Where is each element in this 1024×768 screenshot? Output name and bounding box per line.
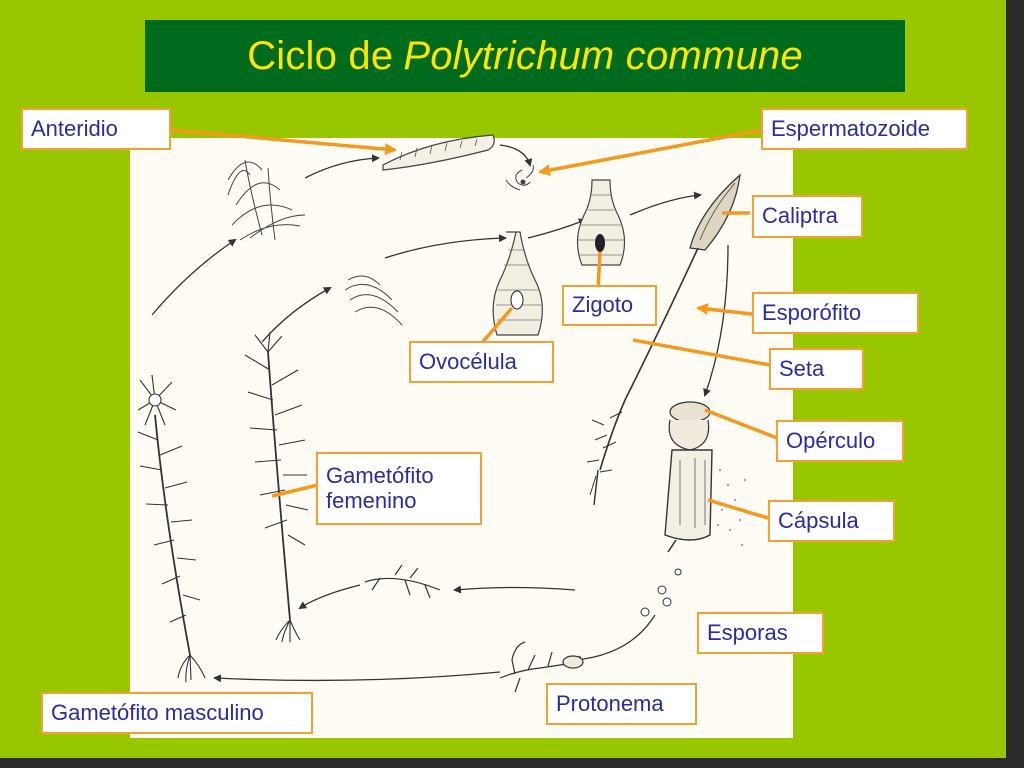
cycle-arrow-young-protonema-to-female	[298, 584, 361, 610]
pointer-ovocelula	[478, 306, 514, 347]
protonema	[499, 641, 584, 693]
label-esporofito: Esporófito	[752, 292, 919, 334]
cycle-arrow-spores-to-young-protonema	[453, 585, 576, 594]
cycle-arrow-protonema-to-male	[213, 671, 501, 683]
label-esporas: Esporas	[697, 612, 824, 654]
label-zigoto: Zigoto	[562, 285, 657, 326]
pointer-anteridio	[169, 128, 397, 156]
pointer-lines	[169, 128, 778, 520]
cycle-arrow-zygote-to-sporophyte	[629, 191, 702, 216]
window-border-right	[1006, 0, 1024, 768]
pointer-gametofito-femenino	[271, 483, 319, 498]
zygote-archegonium	[576, 179, 626, 266]
label-seta: Seta	[769, 348, 864, 390]
title-species: Polytrichum commune	[403, 33, 803, 78]
cycle-arrow-to-antheridium	[304, 154, 380, 179]
label-protonema: Protonema	[546, 683, 697, 725]
pointer-seta	[632, 338, 771, 367]
pointer-capsula	[707, 498, 769, 520]
label-capsula: Cápsula	[768, 500, 895, 542]
female-gametophyte	[244, 331, 309, 643]
archegonial-head-sketch	[344, 275, 403, 326]
label-gametofito-femenino: Gametófito femenino	[316, 452, 482, 525]
sperm-cells	[505, 164, 534, 191]
cycle-arrow-spores-to-protonema	[573, 614, 656, 664]
male-gametophyte	[137, 374, 206, 683]
label-operculo: Opérculo	[776, 420, 904, 462]
pointer-zigoto	[596, 251, 602, 291]
cycle-arrow-archegonium-to-zygote	[527, 218, 587, 239]
label-caliptra: Caliptra	[752, 195, 863, 238]
cycle-arrows	[151, 144, 729, 683]
cycle-arrow-sporophyte-to-capsule	[703, 244, 729, 397]
title-prefix: Ciclo de	[247, 33, 394, 78]
sporophyte	[586, 173, 741, 506]
title-bar: Ciclo de Polytrichum commune	[145, 20, 905, 92]
young-protonema	[364, 564, 441, 599]
spores	[640, 568, 682, 617]
pointer-espermatozoide	[538, 128, 763, 177]
cycle-arrow-male-to-antheridium	[151, 238, 237, 316]
label-anteridio: Anteridio	[21, 108, 171, 150]
cycle-arrow-female-to-archegonium	[261, 287, 332, 343]
pointer-operculo	[704, 408, 778, 440]
archegonium	[492, 231, 543, 336]
pointer-esporofito	[696, 303, 753, 316]
antheridium-sketch	[227, 159, 306, 241]
cycle-arrow-to-archegonium	[384, 234, 507, 259]
cycle-arrow-antheridium-to-sperm	[499, 144, 533, 167]
window-border-bottom	[0, 758, 1024, 768]
label-gametofito-masculino: Gametófito masculino	[41, 692, 313, 734]
label-ovocelula: Ovocélula	[409, 341, 554, 383]
label-espermatozoide: Espermatozoide	[761, 108, 968, 150]
capsule	[664, 401, 746, 553]
antheridium	[382, 134, 495, 171]
